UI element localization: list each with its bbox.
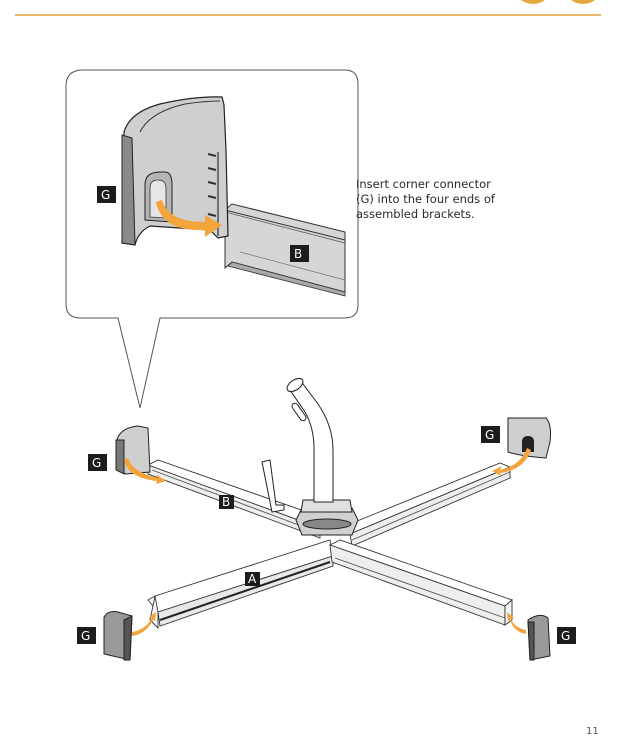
insert-arrow-upper-right <box>492 448 531 476</box>
connector-label-g: G <box>481 426 500 443</box>
callout-label-g: G <box>97 186 116 203</box>
page-number: 11 <box>586 726 599 737</box>
connector-g-upper-left <box>115 425 151 475</box>
callout-connector-g <box>121 96 229 246</box>
callout-label-b: B <box>290 245 309 262</box>
svg-text:B: B <box>294 247 302 261</box>
connector-g-lower-right <box>527 614 551 661</box>
header-circle-decoration <box>563 0 603 4</box>
connector-label-g: G <box>557 627 576 644</box>
instruction-line: (G) into the four ends of <box>356 192 495 206</box>
svg-text:G: G <box>561 629 570 643</box>
base-arm-lower-left <box>147 539 334 630</box>
bracket-label-b: B <box>219 495 234 509</box>
insert-arrow-lower-right <box>507 612 526 634</box>
crank-handle <box>261 459 285 513</box>
base-arm-upper-right <box>338 462 512 547</box>
insert-arrow-upper-left <box>124 458 166 484</box>
connector-label-g: G <box>88 454 107 471</box>
svg-text:G: G <box>101 188 110 202</box>
callout-insert-arrow <box>156 200 222 237</box>
svg-text:B: B <box>222 495 230 509</box>
instruction-line: assembled brackets. <box>356 207 475 221</box>
header-rule <box>15 14 601 16</box>
header-circle-decoration <box>513 0 553 4</box>
svg-text:A: A <box>248 572 257 586</box>
insert-arrow-lower-left <box>132 612 156 636</box>
instruction-text: Insert corner connector (G) into the fou… <box>356 177 536 222</box>
bracket-label-a: A <box>245 572 260 586</box>
connector-label-g: G <box>77 627 96 644</box>
instruction-line: Insert corner connector <box>356 177 491 191</box>
callout-bracket-b <box>224 203 346 297</box>
connector-g-upper-right <box>507 417 551 459</box>
base-hub <box>295 499 359 536</box>
pole-tube <box>286 377 334 503</box>
connector-g-lower-left <box>103 611 133 661</box>
svg-text:G: G <box>485 428 494 442</box>
svg-text:G: G <box>92 456 101 470</box>
base-arm-lower-right <box>328 539 513 626</box>
svg-text:G: G <box>81 629 90 643</box>
